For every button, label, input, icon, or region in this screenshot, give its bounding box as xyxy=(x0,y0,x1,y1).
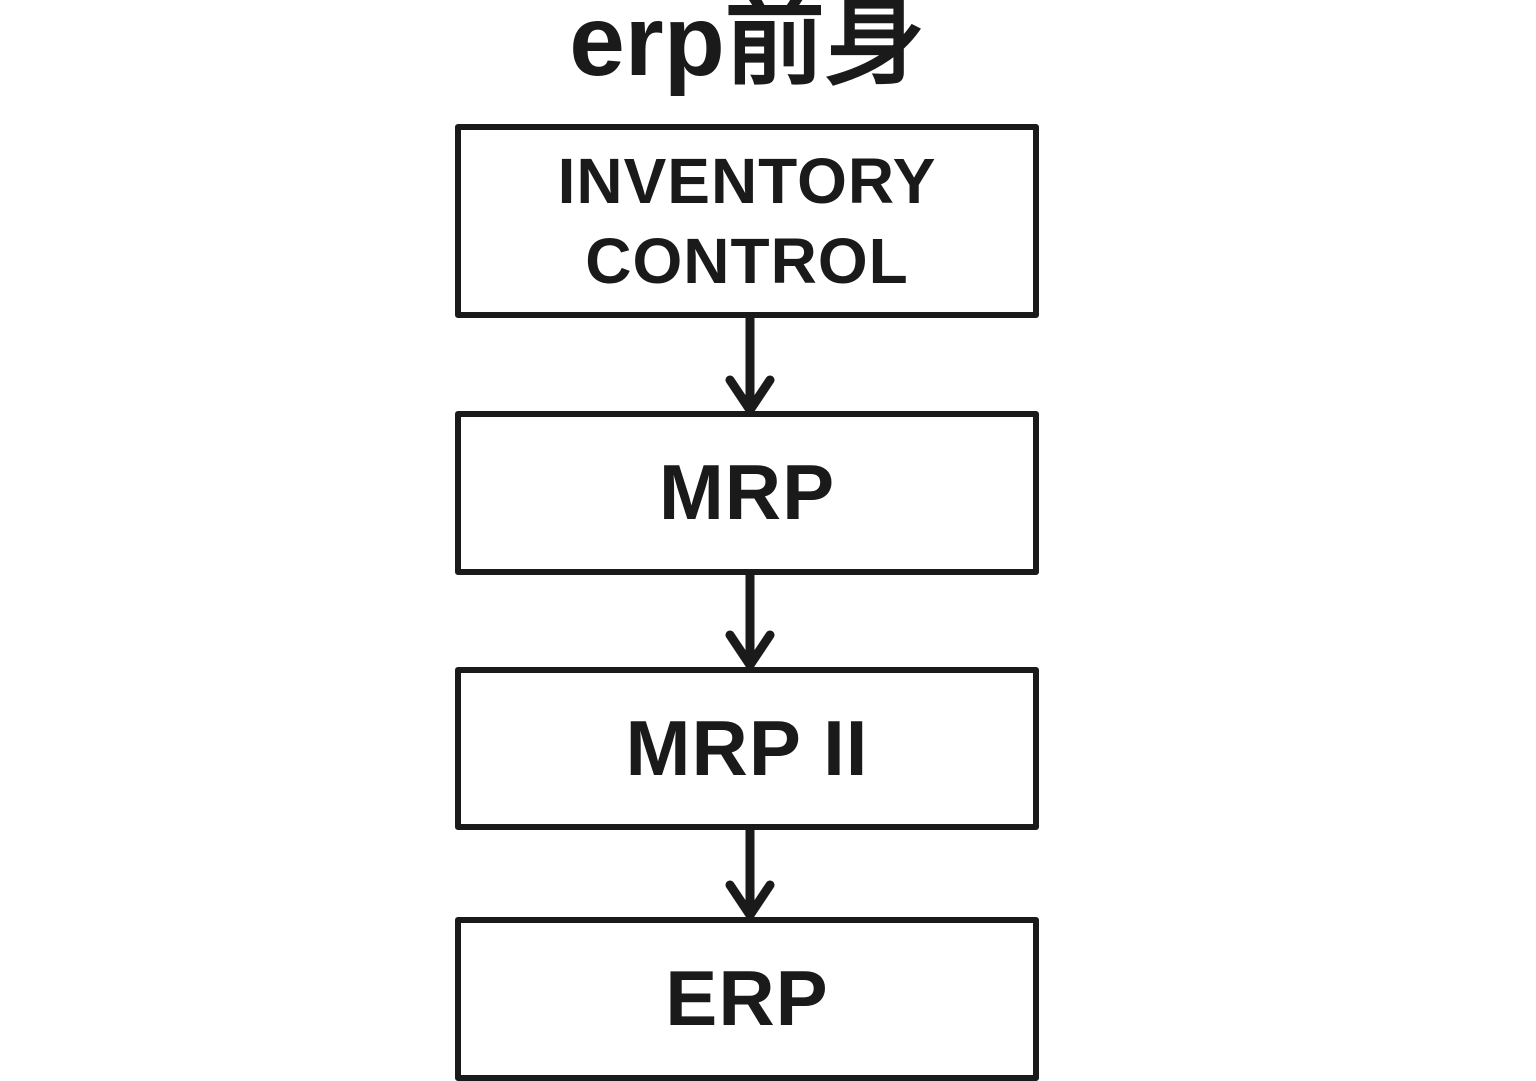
diagram-title: erp前身 xyxy=(569,0,925,97)
node-erp: ERP xyxy=(455,917,1039,1081)
node-label-inventory-control: INVENTORY CONTROL xyxy=(557,145,937,297)
arrow-down-icon xyxy=(725,318,775,414)
node-label-mrp-ii: MRP II xyxy=(625,703,869,792)
arrow-down-icon xyxy=(725,575,775,669)
arrow-down-icon xyxy=(725,830,775,919)
node-inventory-control: INVENTORY CONTROL xyxy=(455,124,1039,318)
flowchart-canvas: erp前身 INVENTORY CONTROL MRP MRP II ERP xyxy=(455,0,1039,1081)
node-label-erp: ERP xyxy=(665,954,829,1043)
node-mrp-ii: MRP II xyxy=(455,667,1039,830)
node-mrp: MRP xyxy=(455,411,1039,575)
node-label-mrp: MRP xyxy=(658,448,836,537)
